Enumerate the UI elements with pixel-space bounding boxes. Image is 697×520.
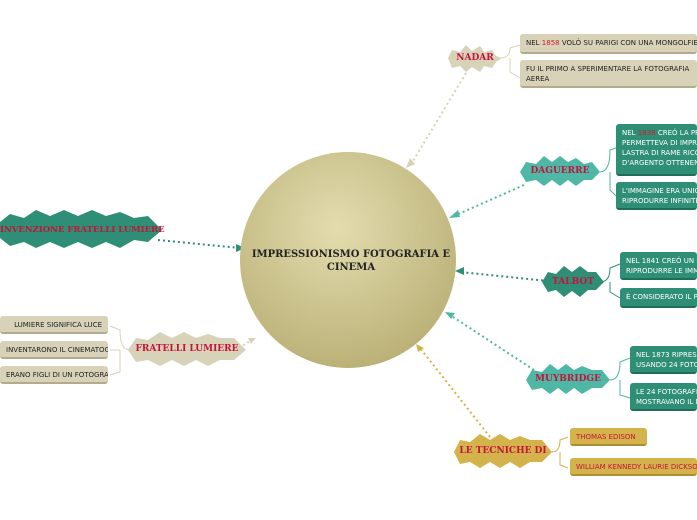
tecniche-item-dickson[interactable]: WILLIAM KENNEDY LAURIE DICKSON bbox=[570, 458, 697, 476]
daguerre-item-1[interactable]: NEL 1838 CREÓ LA PRIMA MACCHINA CHE PERM… bbox=[616, 124, 697, 176]
arrowheads bbox=[236, 158, 464, 352]
connector-muybridge bbox=[449, 314, 535, 371]
nadar-shape bbox=[448, 45, 502, 72]
connector-tecniche bbox=[419, 347, 491, 438]
year-1838: 1838 bbox=[637, 129, 656, 137]
muybridge-item-2[interactable]: LE 24 FOTOGRAFIE IN SEQUENZA MOSTRAVANO … bbox=[630, 383, 697, 411]
muybridge-shape bbox=[526, 364, 610, 394]
lumiere-shape bbox=[128, 332, 246, 366]
lumiere-item-2[interactable]: INVENTARONO IL CINEMATOGRAFO bbox=[0, 341, 108, 359]
daguerre-shape bbox=[520, 156, 600, 186]
nadar-item-1[interactable]: NEL 1858 VOLÓ SU PARIGI CON UNA MONGOLFI… bbox=[520, 34, 697, 54]
center-title: IMPRESSIONISMO FOTOGRAFIA E CINEMA bbox=[251, 249, 451, 273]
connector-invenzione bbox=[157, 239, 241, 249]
bracket-lumiere bbox=[109, 325, 131, 376]
invenzione-shape bbox=[0, 210, 162, 248]
node-talbot[interactable]: TALBOT bbox=[552, 277, 594, 287]
node-invenzione[interactable]: INVENZIONE FRATELLI LUMIERE bbox=[0, 225, 165, 235]
node-tecniche[interactable]: LE TECNICHE DI bbox=[459, 446, 547, 456]
node-muybridge[interactable]: MUYBRIDGE bbox=[535, 374, 601, 384]
tecniche-item-edison[interactable]: THOMAS EDISON bbox=[570, 428, 647, 446]
bracket-nadar bbox=[499, 44, 521, 79]
talbot-item-1[interactable]: NEL 1841 CREÓ UN SISTEMA PER RIPRODURRE … bbox=[620, 252, 697, 280]
bracket-daguerre bbox=[599, 147, 617, 197]
connector-talbot bbox=[459, 271, 549, 282]
daguerre-item-2[interactable]: L'IMMAGINE ERA UNICA E NON SI POTEVA RIP… bbox=[616, 182, 697, 210]
connector-daguerre bbox=[453, 184, 525, 217]
muybridge-item-1[interactable]: NEL 1873 RIPRESE UN CAVALLO IN CORSA USA… bbox=[630, 346, 697, 374]
bracket-muybridge bbox=[609, 357, 631, 399]
year-1858: 1858 bbox=[541, 39, 560, 47]
tecniche-shape bbox=[454, 434, 552, 468]
bracket-tecniche bbox=[551, 436, 569, 469]
node-nadar[interactable]: NADAR bbox=[456, 53, 494, 63]
center-node bbox=[240, 152, 456, 368]
node-daguerre[interactable]: DAGUERRE bbox=[530, 166, 590, 176]
lumiere-item-1[interactable]: LUMIERE SIGNIFICA LUCE bbox=[0, 316, 108, 334]
nadar-item-2[interactable]: FU IL PRIMO A SPERIMENTARE LA FOTOGRAFIA… bbox=[520, 60, 697, 88]
lumiere-item-3[interactable]: ERANO FIGLI DI UN FOTOGRAFO bbox=[0, 366, 108, 384]
talbot-shape bbox=[542, 266, 604, 297]
node-fratelli-lumiere[interactable]: FRATELLI LUMIERE bbox=[135, 344, 239, 354]
connector-nadar bbox=[409, 72, 467, 167]
talbot-item-2[interactable]: È CONSIDERATO IL PADRE DELLA FOTOGRAFIA bbox=[620, 288, 697, 308]
